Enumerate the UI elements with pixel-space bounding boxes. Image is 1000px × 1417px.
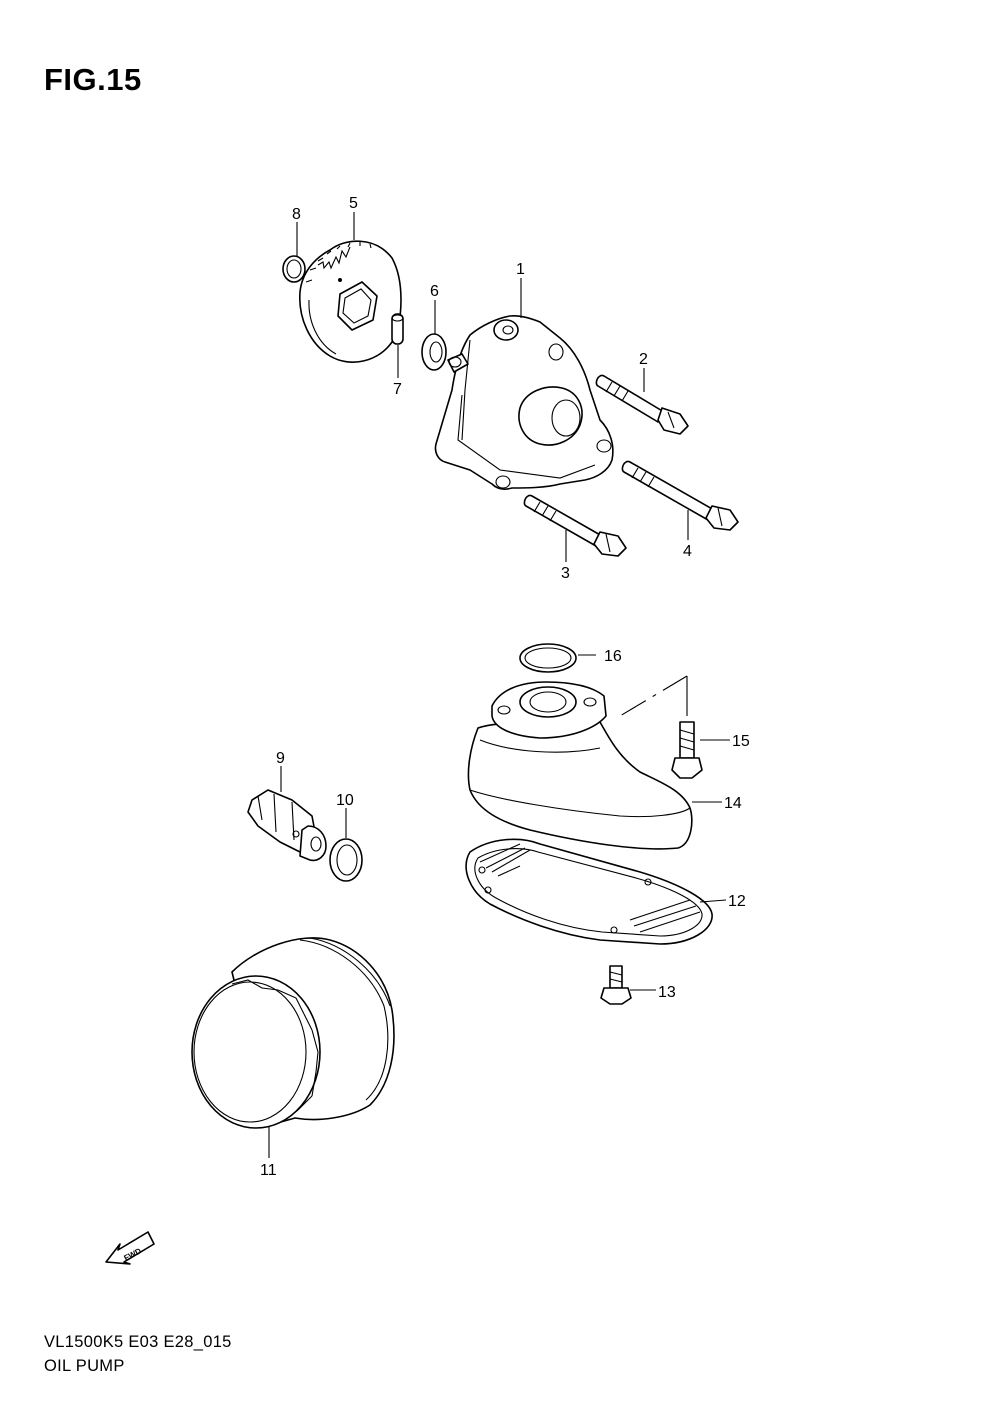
- part-9-plug[interactable]: [247, 789, 327, 862]
- callout-9: 9: [276, 750, 285, 767]
- fwd-direction-arrow: FWD: [105, 1231, 155, 1265]
- callout-1: 1: [516, 261, 525, 278]
- callout-16: 16: [604, 648, 622, 665]
- callout-3: 3: [561, 565, 570, 582]
- callout-8: 8: [292, 206, 301, 223]
- callout-13: 13: [658, 984, 676, 1001]
- callout-11: 11: [260, 1162, 277, 1179]
- callout-5: 5: [349, 195, 358, 212]
- leader-lines: [268, 212, 730, 1158]
- part-5-gear[interactable]: [299, 240, 402, 363]
- part-16-o-ring[interactable]: [519, 643, 577, 673]
- part-1-oil-pump-body[interactable]: [434, 315, 614, 490]
- diagram-code: VL1500K5 E03 E28_015: [44, 1333, 232, 1351]
- part-3-bolt[interactable]: [523, 494, 627, 557]
- callout-4: 4: [683, 543, 692, 560]
- diagram-name: OIL PUMP: [44, 1357, 125, 1375]
- part-14-strainer-housing[interactable]: [467, 681, 693, 850]
- callout-14: 14: [724, 795, 742, 812]
- part-4-bolt[interactable]: [621, 460, 739, 531]
- part-12-oil-strainer[interactable]: [465, 838, 713, 945]
- callout-2: 2: [639, 351, 648, 368]
- callout-7: 7: [393, 381, 402, 398]
- part-7-dowel-pin[interactable]: [391, 313, 404, 345]
- part-10-gasket[interactable]: [329, 838, 363, 882]
- callout-15: 15: [732, 733, 750, 750]
- part-11-oil-filter[interactable]: [191, 937, 395, 1129]
- part-13-bolt[interactable]: [600, 965, 632, 1005]
- part-2-bolt[interactable]: [595, 374, 689, 435]
- callout-10: 10: [336, 792, 354, 809]
- figure-title: FIG.15: [44, 62, 142, 97]
- callout-numbers: 1 2 3 4 5 6 7 8 9 10 11 12 13 14 15 16: [260, 195, 750, 1179]
- callout-6: 6: [430, 283, 439, 300]
- callout-12: 12: [728, 893, 746, 910]
- part-15-bolt[interactable]: [671, 721, 703, 779]
- part-6-washer[interactable]: [421, 333, 447, 371]
- part-8-circlip[interactable]: [282, 255, 306, 283]
